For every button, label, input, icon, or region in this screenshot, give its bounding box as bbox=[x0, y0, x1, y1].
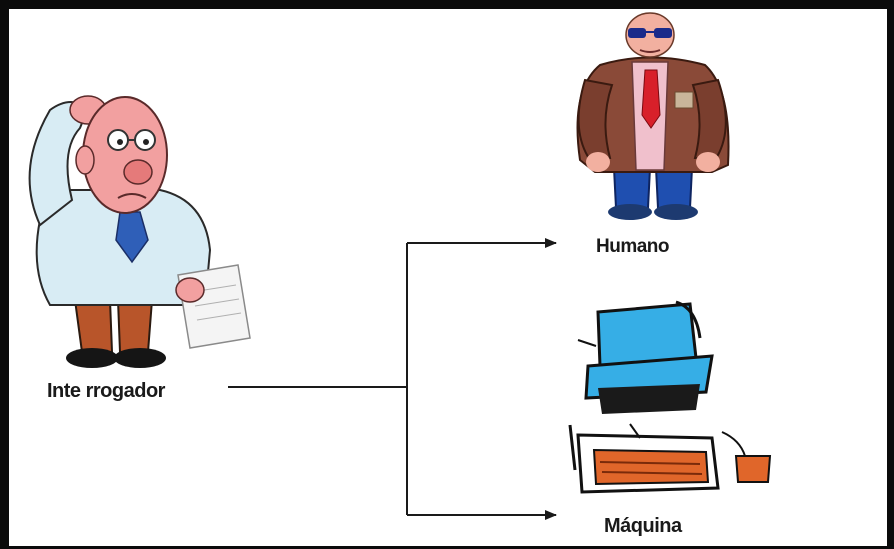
interrogator-icon bbox=[30, 96, 250, 368]
interrogador-label: Inte rrogador bbox=[47, 380, 165, 403]
connector-lines bbox=[228, 243, 556, 515]
humano-label: Humano bbox=[596, 236, 669, 258]
machine-icon bbox=[570, 302, 770, 492]
human-icon bbox=[578, 13, 729, 220]
maquina-label: Máquina bbox=[604, 515, 682, 538]
